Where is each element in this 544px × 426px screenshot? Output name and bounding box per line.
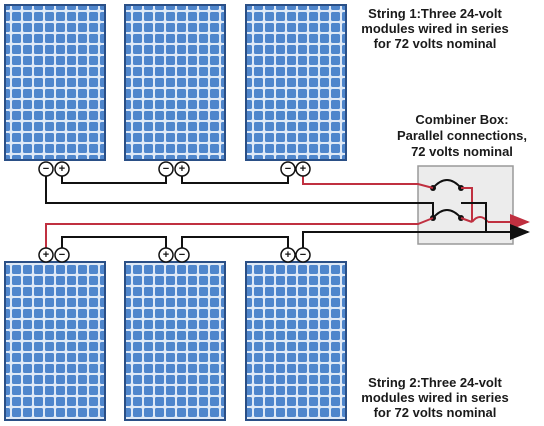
terminal-positive-sign: + [179, 163, 185, 175]
string1-terminals: − + − + − + [38, 161, 311, 177]
terminal-negative: − [280, 161, 296, 177]
solar-panel-top-1 [4, 4, 106, 161]
terminal-negative: − [54, 247, 70, 263]
combiner-caption-line: 72 volts nominal [411, 144, 513, 159]
terminal-positive: + [38, 247, 54, 263]
solar-panel-bottom-2 [124, 261, 226, 421]
terminal-negative: − [158, 161, 174, 177]
string1-wiring [45, 172, 434, 218]
string2-caption-line: modules wired in series [361, 390, 509, 405]
string1-caption-line: for 72 volts nominal [373, 36, 497, 51]
string2-caption-line: String 2:Three 24-volt [368, 375, 502, 390]
combiner-caption-line: Parallel connections, [396, 128, 528, 143]
combiner-caption: Combiner Box: Parallel connections, 72 v… [382, 112, 542, 160]
terminal-negative-sign: − [179, 249, 185, 261]
terminal-negative: − [295, 247, 311, 263]
terminal-positive-sign: + [163, 249, 169, 261]
terminal-positive: + [280, 247, 296, 263]
terminal-positive: + [295, 161, 311, 177]
solar-panel-bottom-1 [4, 261, 106, 421]
string2-caption: String 2:Three 24-volt modules wired in … [345, 375, 525, 420]
terminal-positive-sign: + [300, 163, 306, 175]
combiner-outputs [460, 187, 530, 240]
string2-panels [4, 261, 347, 421]
string1-caption: String 1:Three 24-volt modules wired in … [345, 6, 525, 51]
terminal-negative-sign: − [163, 163, 169, 175]
terminal-negative: − [38, 161, 54, 177]
terminal-negative-sign: − [43, 163, 49, 175]
terminal-positive-sign: + [285, 249, 291, 261]
terminal-positive-sign: + [43, 249, 49, 261]
terminal-negative-sign: − [300, 249, 306, 261]
combiner-caption-line: Combiner Box: [415, 112, 509, 127]
terminal-positive: + [174, 161, 190, 177]
solar-panel-bottom-3 [245, 261, 347, 421]
terminal-positive-sign: + [59, 163, 65, 175]
string1-caption-line: modules wired in series [361, 21, 509, 36]
string2-terminals: + − + − + − [38, 247, 311, 263]
terminal-negative: − [174, 247, 190, 263]
solar-panel-top-2 [124, 4, 226, 161]
solar-panel-top-3 [245, 4, 347, 161]
string1-caption-line: String 1:Three 24-volt [368, 6, 502, 21]
string2-wiring [45, 217, 486, 252]
string2-caption-line: for 72 volts nominal [373, 405, 497, 420]
terminal-negative-sign: − [285, 163, 291, 175]
terminal-positive: + [54, 161, 70, 177]
string1-panels [4, 4, 347, 161]
terminal-negative-sign: − [59, 249, 65, 261]
terminal-positive: + [158, 247, 174, 263]
